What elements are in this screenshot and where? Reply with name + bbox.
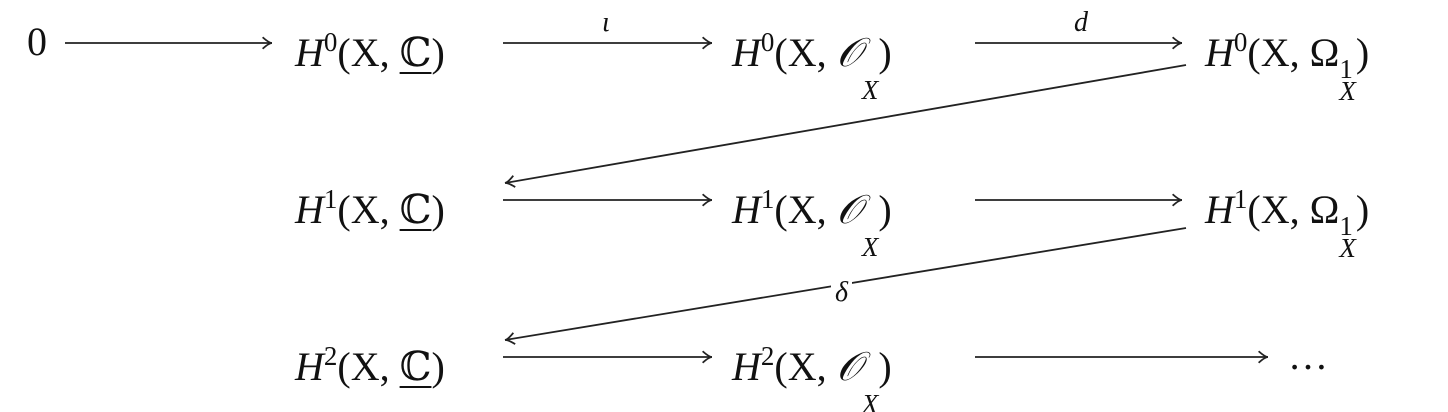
open-args: (X, <box>1247 30 1310 75</box>
sheaf: ℂ <box>399 344 432 389</box>
sheaf: Ω <box>1309 30 1340 75</box>
sheaf-subscript: X <box>861 75 879 105</box>
arrow-label: ι <box>602 7 610 38</box>
degree: 2 <box>760 341 775 371</box>
sheaf: 𝒪 <box>836 30 862 75</box>
cohomology-symbol: H <box>295 30 324 75</box>
degree: 1 <box>760 184 775 214</box>
arrowhead-icon <box>1172 193 1183 207</box>
close-paren: ) <box>878 187 892 232</box>
arrow-h1-c-to-h1-o <box>503 193 713 207</box>
close-paren: ) <box>1355 30 1370 75</box>
sheaf-subscript: X <box>861 389 879 412</box>
node-ellipsis: … <box>1288 332 1328 380</box>
open-args: (X, <box>774 344 837 389</box>
cohomology-symbol: H <box>295 187 324 232</box>
cohomology-symbol: H <box>732 30 761 75</box>
degree: 0 <box>760 27 775 57</box>
arrow-h2-o-to-ellipsis <box>975 350 1269 364</box>
node-text: 0 <box>27 19 47 64</box>
arrow-zero-to-h0-c <box>65 36 273 50</box>
cohomology-symbol: H <box>1205 30 1234 75</box>
arrow-h0-o-to-h0-omega <box>975 36 1183 50</box>
sheaf: Ω <box>1309 187 1340 232</box>
degree: 0 <box>1233 27 1248 57</box>
sheaf-superscript: 1 <box>1339 54 1353 84</box>
sheaf-subscript: X <box>1339 76 1356 106</box>
arrowhead-icon <box>504 175 516 188</box>
node-text: … <box>1288 333 1328 378</box>
arrowhead-icon <box>702 36 713 50</box>
sheaf-scripts: X <box>861 56 879 105</box>
open-args: (X, <box>1247 187 1310 232</box>
sheaf-superscript: 1 <box>1339 211 1353 241</box>
arrowhead-icon <box>702 350 713 364</box>
degree: 2 <box>323 341 338 371</box>
sheaf-scripts: X <box>861 213 879 262</box>
arrow-h1-o-to-h1-omega <box>975 193 1183 207</box>
close-paren: ) <box>431 30 445 75</box>
degree: 0 <box>323 27 338 57</box>
cohomology-symbol: H <box>732 344 761 389</box>
sheaf-scripts: X <box>862 370 879 412</box>
open-args: (X, <box>337 344 400 389</box>
cohomology-symbol: H <box>732 187 761 232</box>
open-args: (X, <box>337 30 400 75</box>
close-paren: ) <box>878 344 892 389</box>
arrowhead-icon <box>262 36 273 50</box>
close-paren: ) <box>1355 187 1370 232</box>
node-h2-c: H2(X, ℂ) <box>295 332 445 391</box>
arrowhead-icon <box>1258 350 1269 364</box>
arrow-label: δ <box>831 278 853 308</box>
arrow-h0-omega-to-h1-c <box>504 64 1187 188</box>
arrowhead-icon <box>504 332 516 345</box>
arrowhead-icon <box>1172 36 1183 50</box>
arrow-label: d <box>1074 7 1088 38</box>
node-zero: 0 <box>27 18 47 66</box>
arrowhead-icon <box>702 193 713 207</box>
close-paren: ) <box>431 344 445 389</box>
cohomology-symbol: H <box>295 344 324 389</box>
cohomology-symbol: H <box>1205 187 1234 232</box>
open-args: (X, <box>774 187 837 232</box>
sheaf: ℂ <box>399 30 432 75</box>
close-paren: ) <box>431 187 445 232</box>
sheaf: 𝒪 <box>836 187 862 232</box>
sheaf: ℂ <box>399 187 432 232</box>
close-paren: ) <box>878 30 892 75</box>
sheaf-subscript: X <box>1339 233 1356 263</box>
degree: 1 <box>323 184 338 214</box>
degree: 1 <box>1233 184 1248 214</box>
node-h1-c: H1(X, ℂ) <box>295 175 445 234</box>
arrow-shaft <box>504 64 1187 184</box>
open-args: (X, <box>337 187 400 232</box>
sheaf-subscript: X <box>861 232 879 262</box>
arrow-h2-c-to-h2-o <box>503 350 713 364</box>
arrow-h0-c-to-h0-o <box>503 36 713 50</box>
open-args: (X, <box>774 30 837 75</box>
node-h0-c: H0(X, ℂ) <box>295 18 445 77</box>
sheaf: 𝒪 <box>836 344 862 389</box>
